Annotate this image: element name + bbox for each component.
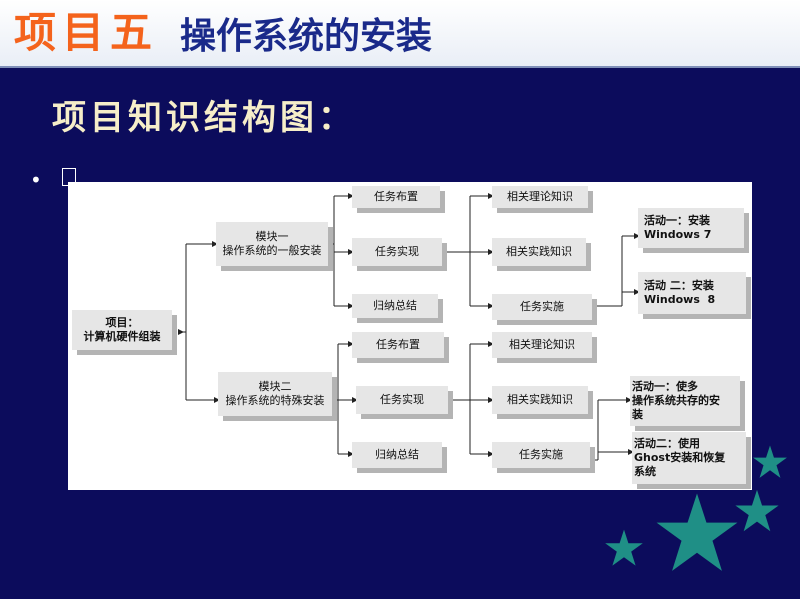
- module-one-node: 模块一 操作系统的一般安装: [216, 222, 328, 266]
- m2-activity-one-node: 活动一：使多 操作系统共存的安 装: [630, 376, 740, 426]
- m2-theory-knowledge-node: 相关理论知识: [492, 332, 592, 358]
- m2-activity-two-node: 活动二：使用 Ghost安装和恢复 系统: [632, 432, 746, 484]
- m1-task-summary-node: 归纳总结: [352, 294, 438, 318]
- star-icon-small: [605, 529, 643, 566]
- title-bar: 项目五 操作系统的安装: [0, 0, 800, 68]
- m1-activity-one-node: 活动一：安装 Windows 7: [638, 208, 744, 248]
- m1-task-execution-node: 任务实施: [492, 294, 592, 320]
- star-icon-medium: [735, 489, 779, 532]
- m2-task-summary-node: 归纳总结: [352, 442, 442, 468]
- m2-task-assign-node: 任务布置: [352, 332, 444, 358]
- module-two-node: 模块二 操作系统的特殊安装: [218, 372, 332, 416]
- m1-task-assign-node: 任务布置: [352, 186, 440, 208]
- m2-practice-knowledge-node: 相关实践知识: [492, 386, 588, 414]
- m1-theory-knowledge-node: 相关理论知识: [492, 186, 588, 208]
- m1-task-implement-node: 任务实现: [352, 238, 442, 266]
- slide-subtitle: 项目知识结构图：: [52, 98, 356, 138]
- knowledge-structure-diagram: 项目： 计算机硬件组装 模块一 操作系统的一般安装 模块二 操作系统的特殊安装 …: [68, 182, 752, 490]
- m1-practice-knowledge-node: 相关实践知识: [492, 238, 586, 266]
- m2-task-implement-node: 任务实现: [356, 386, 448, 414]
- connector-lines: [178, 193, 640, 461]
- m1-activity-two-node: 活动 二：安装 Windows 8: [638, 272, 746, 314]
- root-node: 项目： 计算机硬件组装: [72, 310, 172, 350]
- slide-title: 操作系统的安装: [180, 15, 433, 57]
- bullet-point: •: [30, 168, 42, 192]
- m2-task-execution-node: 任务实施: [492, 442, 590, 468]
- star-icon-large: [656, 493, 738, 571]
- project-label: 项目五: [14, 8, 159, 57]
- star-icon-top-right: [753, 445, 787, 478]
